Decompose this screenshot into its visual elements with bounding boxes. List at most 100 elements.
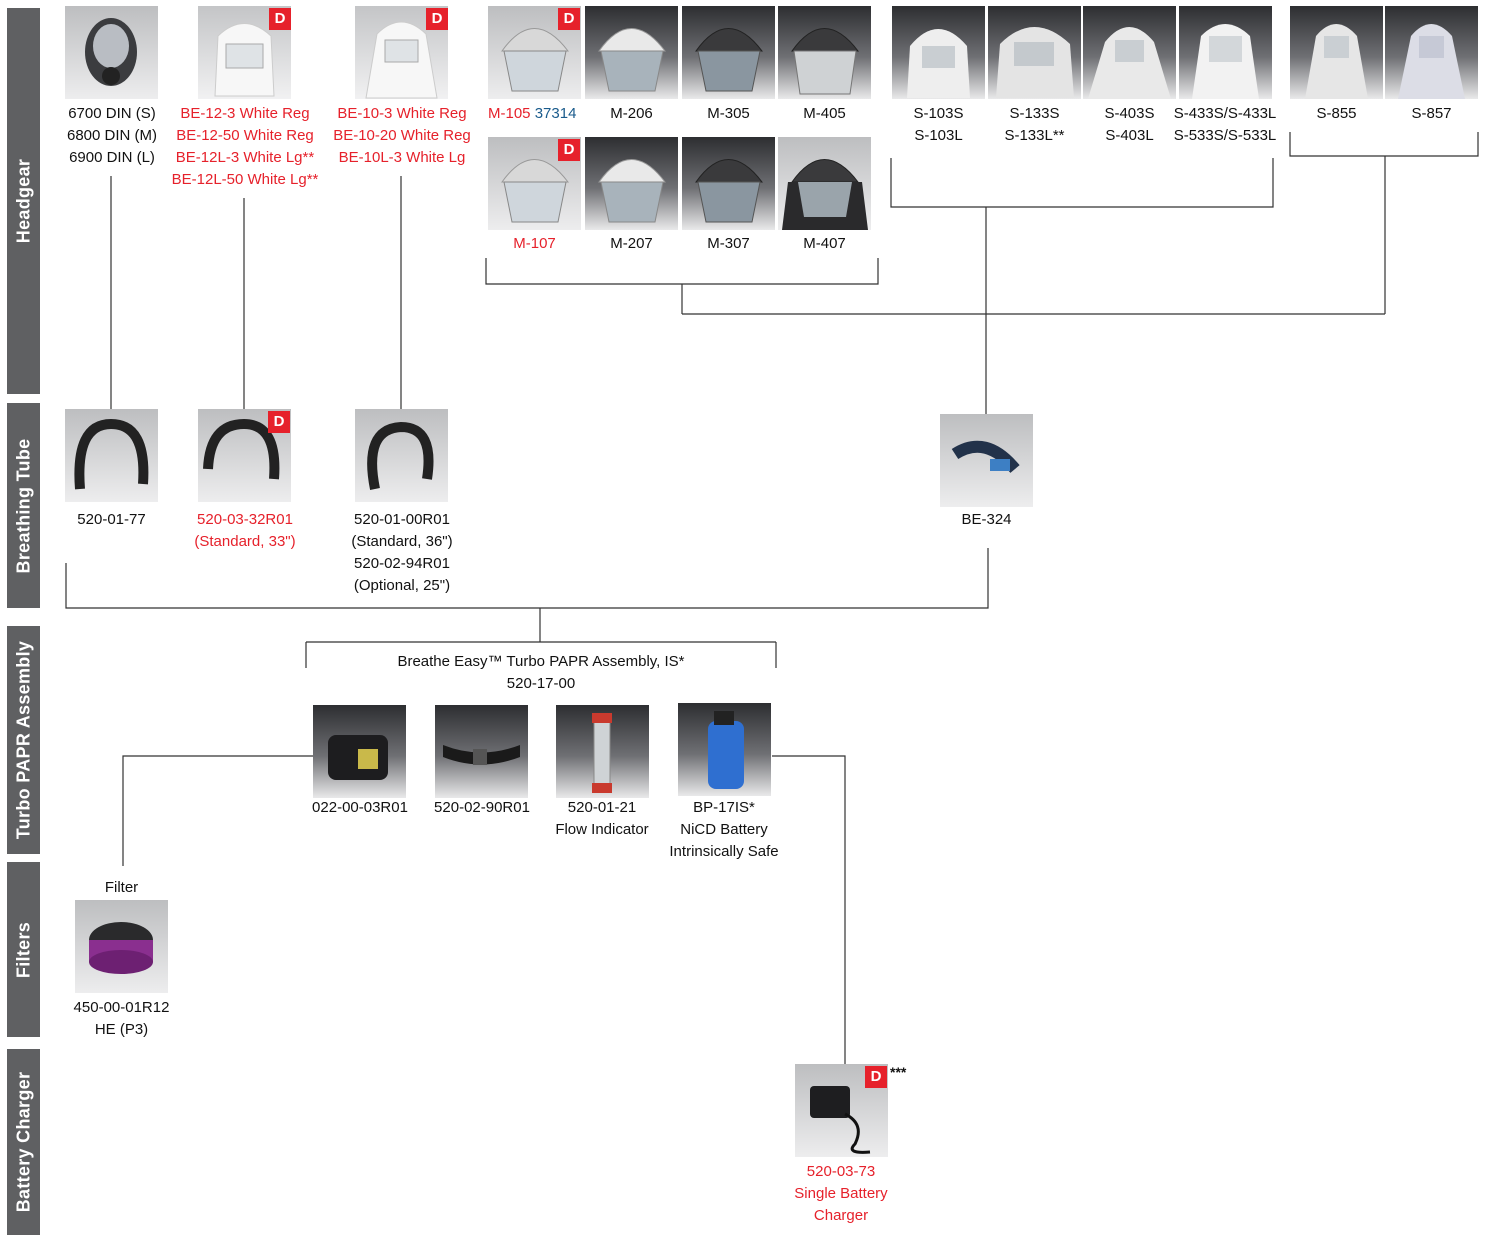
label-line: Charger bbox=[813, 1207, 869, 1224]
full-face-respirator-icon bbox=[85, 18, 137, 86]
be10-label: BE-10-3 White Reg BE-10-20 White Reg BE-… bbox=[328, 103, 476, 169]
breathing-tube-icon bbox=[74, 418, 149, 490]
label-line: 520-01-00R01 bbox=[354, 511, 450, 528]
label-line: 450-00-01R12 bbox=[73, 999, 170, 1016]
m307-helmet-image bbox=[682, 137, 775, 230]
s403-hood-image bbox=[1083, 6, 1176, 99]
m107-label: M-107 bbox=[513, 235, 556, 252]
tube-520-01-77-image bbox=[65, 409, 158, 502]
tube-be-324-image bbox=[940, 414, 1033, 507]
s857-label: S-857 bbox=[1411, 105, 1452, 122]
s103-label: S-103S S-103L bbox=[892, 103, 985, 147]
hood-icon bbox=[1192, 24, 1259, 99]
s133-hood-image bbox=[988, 6, 1081, 99]
m105-label: M-105 37314 bbox=[488, 103, 576, 125]
label-line: BE-12-50 White Reg bbox=[176, 127, 314, 144]
helmet-icon bbox=[695, 159, 764, 223]
m305-helmet-image bbox=[682, 6, 775, 99]
m207-label: M-207 bbox=[610, 235, 653, 252]
label-line: S-103L bbox=[914, 127, 963, 144]
belt-icon bbox=[443, 745, 520, 765]
label-line: S-133L** bbox=[1004, 127, 1065, 144]
be12-label: BE-12-3 White Reg BE-12-50 White Reg BE-… bbox=[166, 103, 324, 191]
filter-image bbox=[75, 900, 168, 993]
charger-label: 520-03-73 Single Battery Charger bbox=[776, 1161, 906, 1227]
label-line: BE-12-3 White Reg bbox=[180, 105, 310, 122]
helmet-icon bbox=[598, 28, 667, 92]
m105-code: M-105 bbox=[488, 105, 531, 122]
label-line: 520-02-94R01 bbox=[354, 555, 450, 572]
label-line: (Standard, 33") bbox=[194, 533, 296, 550]
hood-icon bbox=[996, 27, 1074, 98]
label-line: Intrinsically Safe bbox=[669, 843, 779, 860]
be12-hood-image bbox=[198, 6, 291, 99]
flow-indicator-icon bbox=[592, 713, 612, 793]
hood-icon bbox=[1088, 27, 1171, 99]
label-line: S-403L bbox=[1105, 127, 1154, 144]
label-line: 6800 DIN (M) bbox=[66, 127, 158, 144]
helmet-icon bbox=[501, 159, 570, 223]
label-line: BE-10-20 White Reg bbox=[333, 127, 471, 144]
m207-helmet-image bbox=[585, 137, 678, 230]
label-line: S-533S/S-533L bbox=[1173, 127, 1277, 144]
tube-be-324-label: BE-324 bbox=[961, 511, 1012, 528]
discontinued-badge: D bbox=[558, 139, 580, 161]
label-line: BE-12L-3 White Lg** bbox=[175, 149, 315, 166]
m405-label: M-405 bbox=[803, 105, 846, 122]
turbo-unit-icon bbox=[328, 735, 388, 780]
m307-label: M-307 bbox=[707, 235, 750, 252]
hood-icon bbox=[1305, 24, 1368, 99]
section-turbo-papr: Turbo PAPR Assembly bbox=[7, 626, 40, 854]
belt-image bbox=[435, 705, 528, 798]
turbo-unit-image bbox=[313, 705, 406, 798]
label-line: BE-10-3 White Reg bbox=[337, 105, 467, 122]
battery-label: BP-17IS* NiCD Battery Intrinsically Safe bbox=[660, 797, 788, 863]
turbo-unit-label: 022-00-03R01 bbox=[312, 799, 408, 816]
m107-helmet-image bbox=[488, 137, 581, 230]
label-line: BE-12L-50 White Lg** bbox=[171, 171, 319, 188]
label-line: S-103S bbox=[913, 105, 964, 122]
filter-label: 450-00-01R12 HE (P3) bbox=[60, 997, 183, 1041]
battery-image bbox=[678, 703, 771, 796]
discontinued-badge: D bbox=[558, 8, 580, 30]
label-line: BP-17IS* bbox=[693, 799, 755, 816]
section-battery-charger: Battery Charger bbox=[7, 1049, 40, 1235]
flow-indicator-label: 520-01-21 Flow Indicator bbox=[542, 797, 662, 841]
helmet-icon bbox=[598, 159, 667, 223]
battery-icon bbox=[708, 711, 744, 789]
papr-assembly-title: Breathe Easy™ Turbo PAPR Assembly, IS* 5… bbox=[306, 651, 776, 695]
full-face-respirator-image bbox=[65, 6, 158, 99]
label-line: 6900 DIN (L) bbox=[69, 149, 155, 166]
label-line: (Standard, 36") bbox=[351, 533, 453, 550]
label-line: HE (P3) bbox=[94, 1021, 149, 1038]
discontinued-badge: D bbox=[269, 8, 291, 30]
flow-indicator-image bbox=[556, 705, 649, 798]
m407-label: M-407 bbox=[803, 235, 846, 252]
discontinued-badge: D bbox=[426, 8, 448, 30]
s855-hood-image bbox=[1290, 6, 1383, 99]
label-line: NiCD Battery bbox=[680, 821, 768, 838]
breathing-tube-icon bbox=[367, 421, 434, 490]
label-line: 520-01-21 bbox=[567, 799, 637, 816]
breathing-tube-icon bbox=[203, 418, 280, 480]
breathing-tube-icon bbox=[951, 440, 1020, 473]
helmet-icon bbox=[695, 28, 764, 92]
section-filters: Filters bbox=[7, 862, 40, 1037]
label-line: 520-03-73 bbox=[806, 1163, 876, 1180]
label-line: Breathe Easy™ Turbo PAPR Assembly, IS* bbox=[397, 653, 685, 670]
s103-hood-image bbox=[892, 6, 985, 99]
tube-520-03-32R01-label: 520-03-32R01 (Standard, 33") bbox=[180, 509, 310, 553]
label-line: S-403S bbox=[1104, 105, 1155, 122]
m105-alt-code: 37314 bbox=[534, 105, 577, 122]
discontinued-badge: D bbox=[865, 1066, 887, 1088]
tube-520-01-77-label: 520-01-77 bbox=[77, 511, 146, 528]
helmet-icon bbox=[782, 159, 868, 230]
m407-helmet-image bbox=[778, 137, 871, 230]
tube-520-01-00R01-label: 520-01-00R01 (Standard, 36") 520-02-94R0… bbox=[340, 509, 464, 597]
label-line: 520-17-00 bbox=[506, 675, 576, 692]
footnote-stars: *** bbox=[890, 1064, 907, 1080]
s403-label: S-403S S-403L bbox=[1083, 103, 1176, 147]
